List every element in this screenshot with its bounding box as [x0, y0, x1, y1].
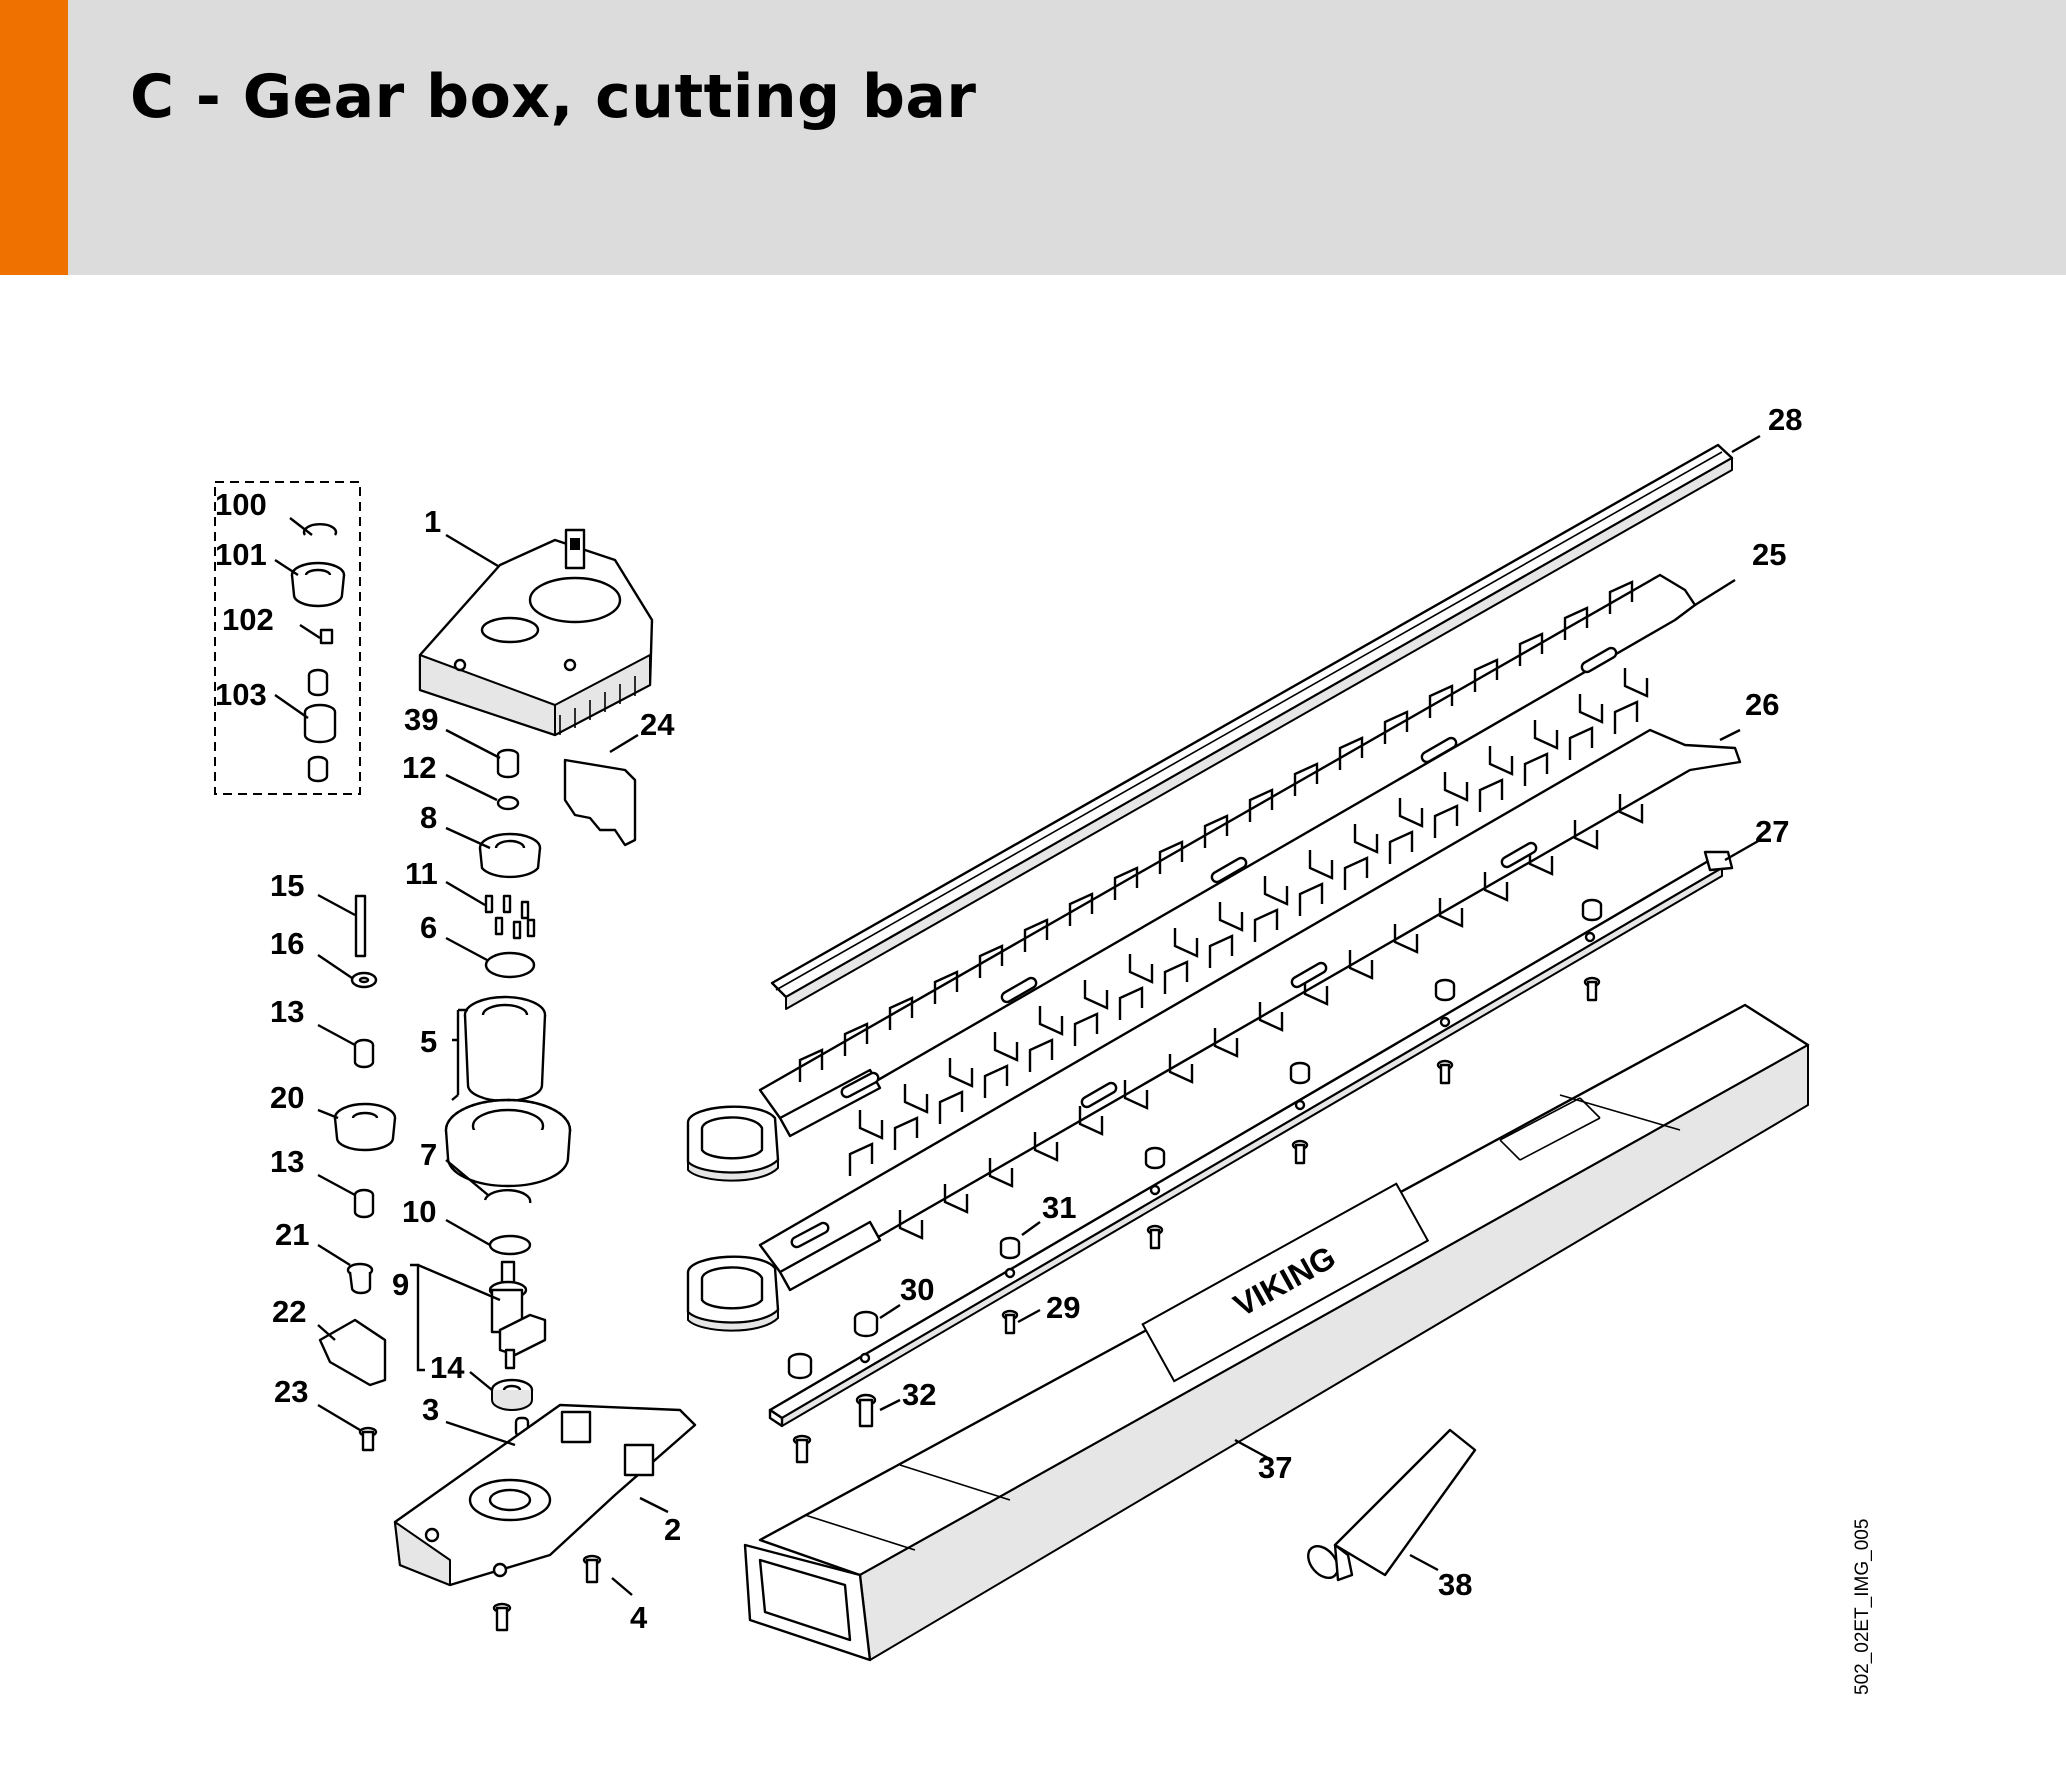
header-bar — [0, 0, 2066, 275]
part-16-washer — [350, 971, 378, 989]
part-14-bearing — [490, 1378, 534, 1411]
part-4-screw-lower — [492, 1602, 512, 1632]
callout-16: 16 — [270, 926, 304, 961]
leader-lines — [274, 434, 1761, 1596]
callout-8: 8 — [420, 800, 437, 835]
part-4-screw — [582, 1554, 602, 1584]
callout-37: 37 — [1258, 1450, 1292, 1485]
callout-23: 23 — [274, 1374, 308, 1409]
callout-22: 22 — [272, 1294, 306, 1329]
callout-12: 12 — [402, 750, 436, 785]
callout-21: 21 — [275, 1217, 309, 1252]
callout-labels: 1 2 3 4 5 6 7 8 9 10 11 12 13 13 14 15 1… — [215, 402, 1802, 1635]
callout-10: 10 — [402, 1194, 436, 1229]
part-1-gear-housing — [418, 528, 654, 737]
callout-100: 100 — [215, 487, 267, 522]
callout-31: 31 — [1042, 1190, 1076, 1225]
callout-9: 9 — [392, 1267, 409, 1302]
screws — [792, 976, 1601, 1464]
callout-27: 27 — [1755, 814, 1789, 849]
callout-5: 5 — [420, 1024, 437, 1059]
callout-6: 6 — [420, 910, 437, 945]
callout-13-lower: 13 — [270, 1144, 304, 1179]
callout-1: 1 — [424, 504, 441, 539]
part-25-upper-blade — [686, 573, 1697, 1182]
callout-38: 38 — [1438, 1567, 1472, 1602]
callout-101: 101 — [215, 537, 267, 572]
accent-stripe — [0, 0, 68, 275]
part-20-gear — [333, 1102, 397, 1152]
callout-14: 14 — [430, 1350, 465, 1385]
callout-24: 24 — [640, 707, 675, 742]
part-22-plate — [318, 1318, 387, 1387]
part-9-shaft — [488, 1260, 547, 1370]
part-8-cam — [478, 832, 542, 879]
callout-28: 28 — [1768, 402, 1802, 437]
part-26-lower-blade — [686, 700, 1742, 1332]
callout-20: 20 — [270, 1080, 304, 1115]
part-13-bushing — [353, 1038, 375, 1069]
part-39-bushing — [496, 748, 520, 779]
part-2-gear-base — [393, 1403, 697, 1587]
part-27-bottom-strip — [768, 850, 1734, 1428]
part-38-grease-tube — [1307, 1428, 1477, 1582]
image-reference: 502_02ET_IMG_005 — [1852, 1519, 1873, 1695]
part-6-oring — [484, 951, 536, 979]
callout-25: 25 — [1752, 537, 1786, 572]
part-37-scabbard: VIKING — [743, 1003, 1810, 1662]
callout-3: 3 — [422, 1392, 439, 1427]
part-100-circlip — [302, 523, 338, 536]
callout-13: 13 — [270, 994, 304, 1029]
part-102-key — [319, 628, 334, 645]
callout-11: 11 — [405, 856, 438, 891]
callout-103: 103 — [215, 677, 267, 712]
callout-102: 102 — [222, 602, 274, 637]
part-13-bushing-lower — [353, 1188, 375, 1219]
part-24-shield — [563, 758, 637, 847]
part-7-clip — [483, 1188, 532, 1204]
kit-box — [214, 481, 361, 795]
callout-29: 29 — [1046, 1290, 1080, 1325]
callout-39: 39 — [404, 702, 438, 737]
spacers — [787, 898, 1603, 1380]
callout-30: 30 — [900, 1272, 934, 1307]
part-23-screw — [358, 1426, 378, 1452]
part-5-crank-gear — [444, 995, 572, 1188]
callout-32: 32 — [902, 1377, 936, 1412]
part-11-pins — [484, 894, 536, 940]
part-15-pin — [354, 894, 367, 958]
callout-15: 15 — [270, 868, 304, 903]
part-103-pinion — [303, 668, 337, 783]
callout-4: 4 — [630, 1600, 648, 1635]
part-12-ring — [496, 795, 520, 811]
callout-26: 26 — [1745, 687, 1779, 722]
part-10-ring — [488, 1234, 532, 1256]
callout-7: 7 — [420, 1137, 437, 1172]
part-28-rail — [770, 443, 1734, 1010]
part-101-gear — [290, 561, 346, 608]
page-title: C - Gear box, cutting bar — [130, 62, 977, 132]
callout-2: 2 — [664, 1512, 681, 1547]
part-21-sleeve — [346, 1262, 374, 1295]
